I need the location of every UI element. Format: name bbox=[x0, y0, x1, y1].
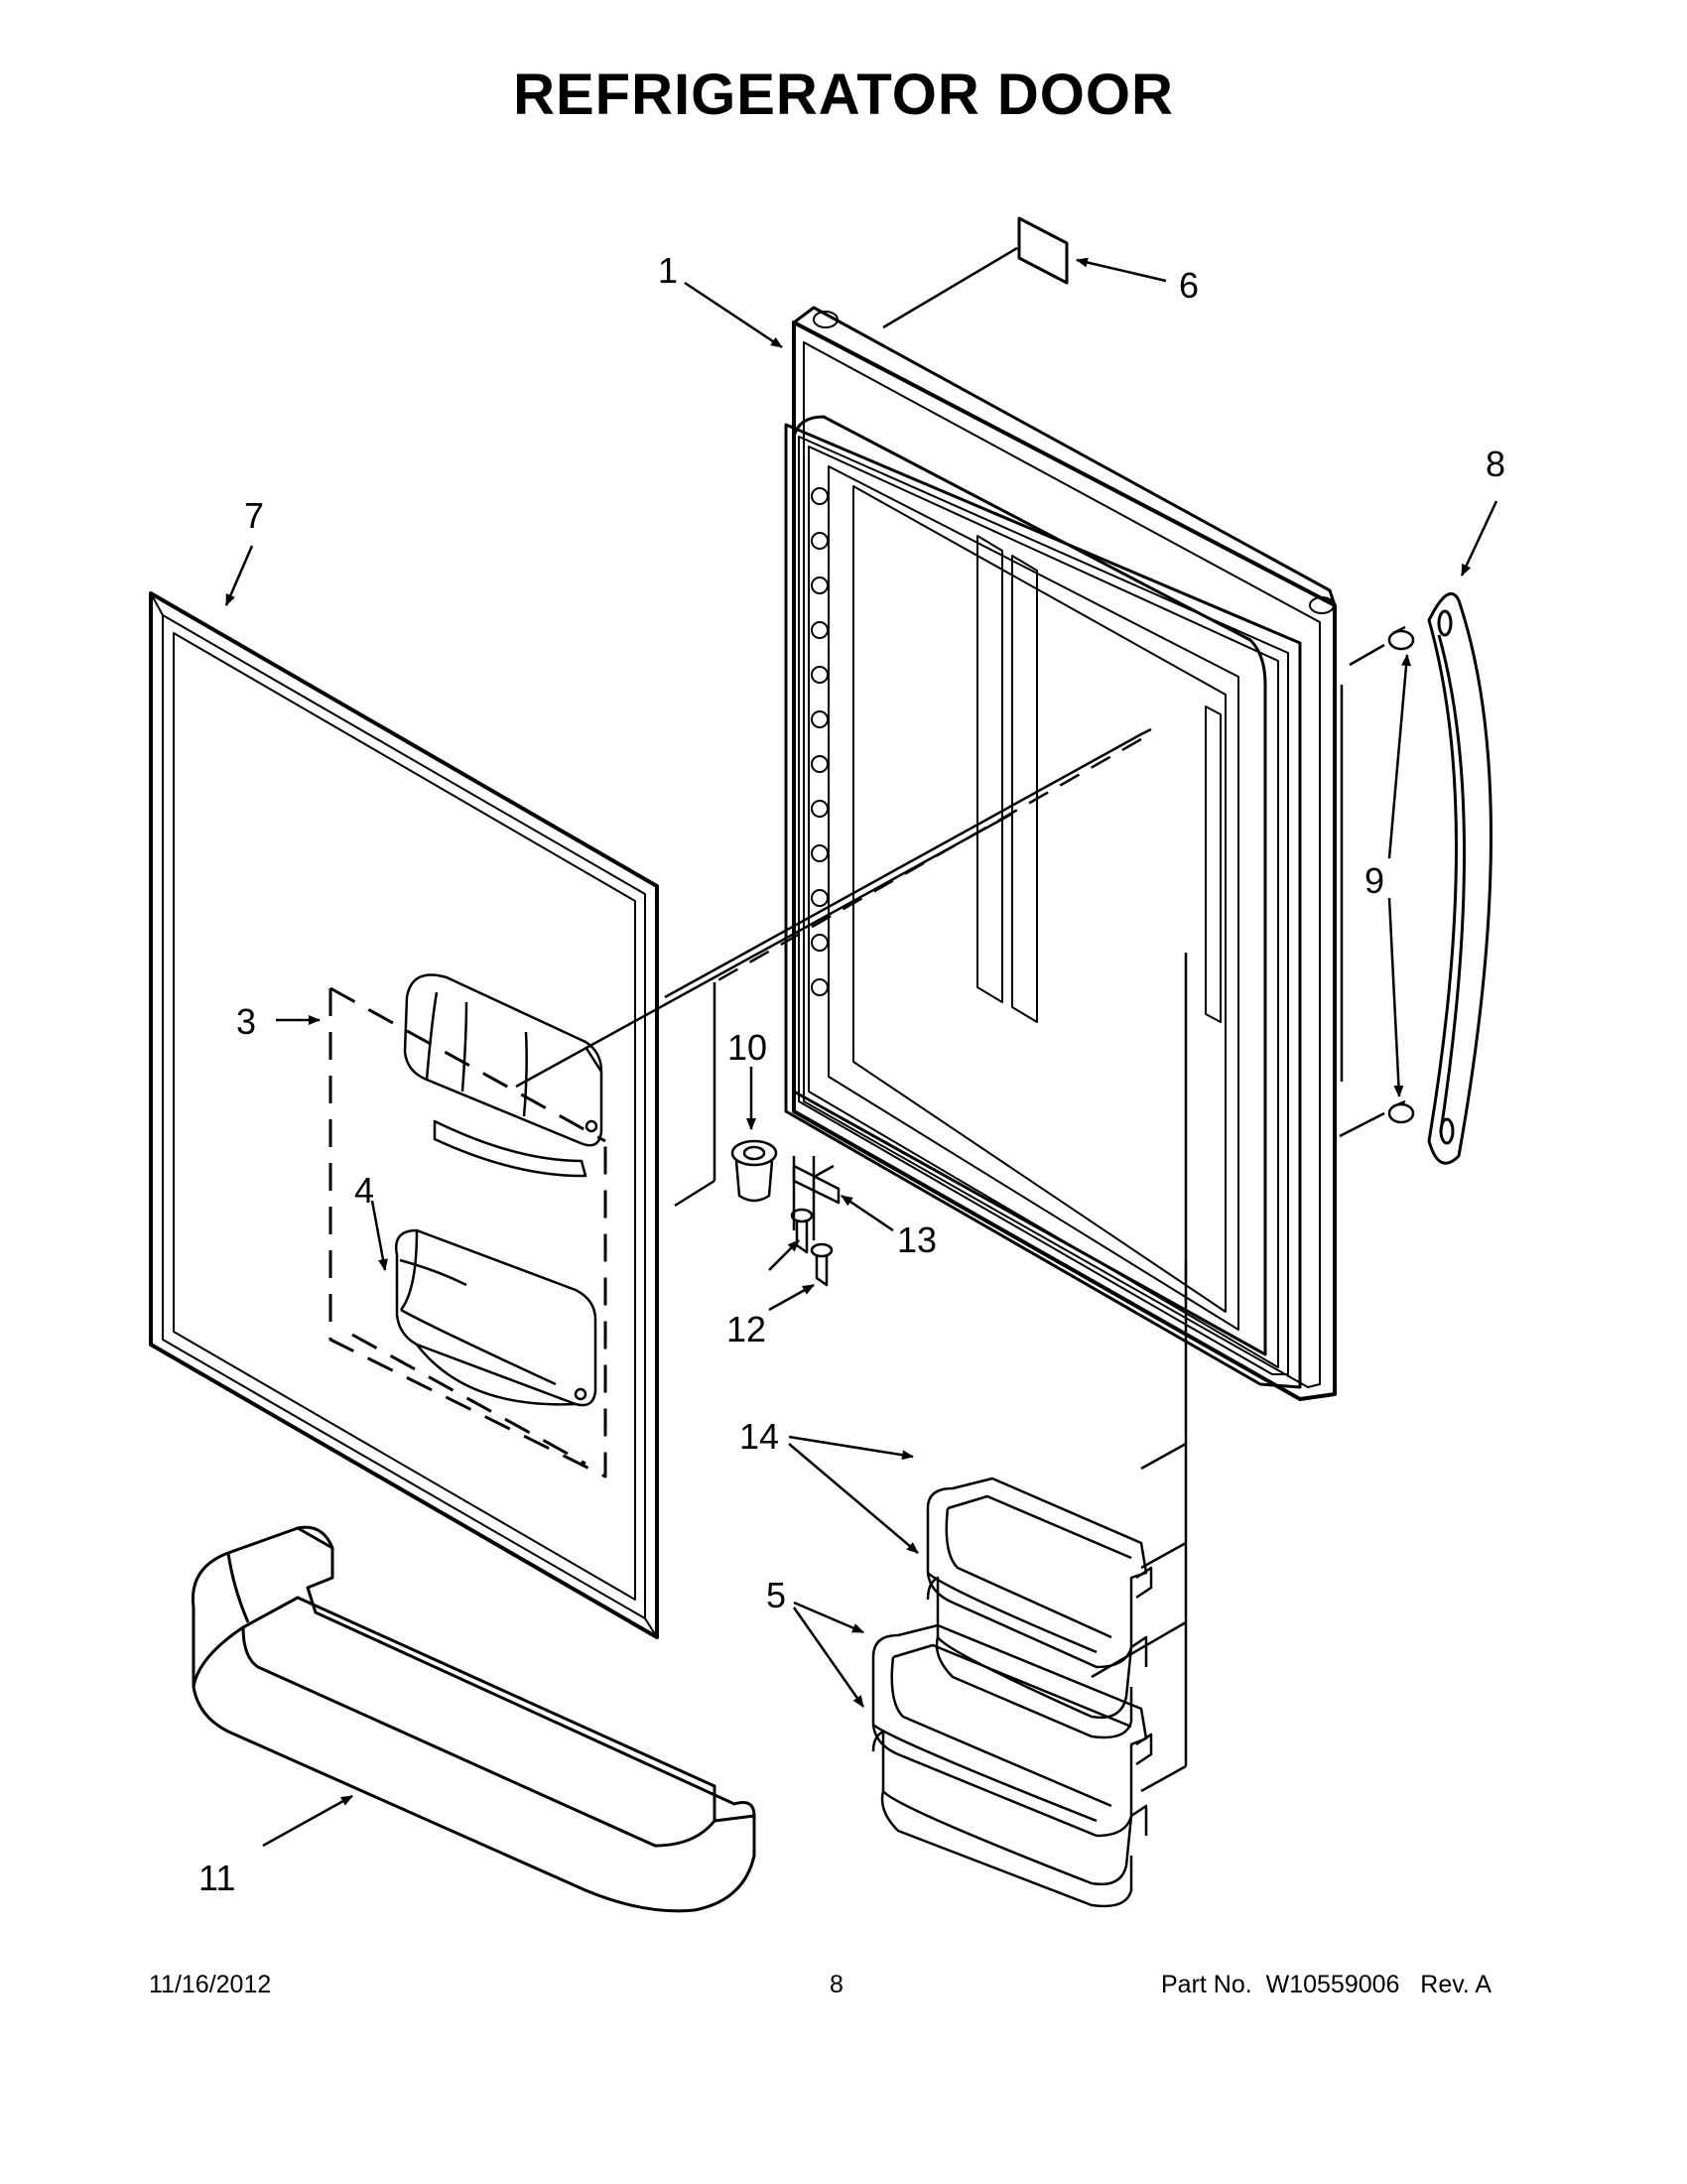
plug-10 bbox=[730, 1139, 778, 1203]
dispenser-tray bbox=[394, 1228, 597, 1407]
callout-5: 5 bbox=[766, 1575, 786, 1615]
callout-11: 11 bbox=[198, 1858, 235, 1898]
door-bin-large bbox=[191, 1525, 756, 1913]
part-number: W10559006 bbox=[1265, 1971, 1400, 1998]
dispenser-module-outline bbox=[328, 986, 607, 1478]
revision: Rev. A bbox=[1420, 1971, 1492, 1998]
callout-4: 4 bbox=[354, 1170, 374, 1211]
footer-part-number: Part No. W10559006 Rev. A bbox=[1161, 1971, 1492, 1999]
door-assembly bbox=[784, 306, 1337, 1401]
callout-8: 8 bbox=[1486, 444, 1505, 484]
dispenser-housing bbox=[403, 973, 603, 1178]
footer-page-number: 8 bbox=[830, 1971, 844, 1998]
page-title: REFRIGERATOR DOOR bbox=[513, 63, 1174, 127]
callout-14: 14 bbox=[739, 1416, 779, 1457]
part-label: Part No. bbox=[1161, 1971, 1252, 1998]
screws-12 bbox=[790, 1208, 834, 1287]
door-bin-5 bbox=[871, 1623, 1153, 1908]
callout-labels: 1 3 4 5 6 7 8 9 10 11 12 13 14 bbox=[198, 250, 1505, 1898]
label-6 bbox=[1017, 216, 1069, 285]
callout-10: 10 bbox=[727, 1027, 767, 1068]
bracket-13 bbox=[792, 1164, 841, 1205]
callout-12: 12 bbox=[726, 1309, 766, 1349]
footer-date: 11/16/2012 bbox=[149, 1971, 272, 1998]
callout-3: 3 bbox=[236, 1001, 256, 1042]
door-panel bbox=[149, 591, 659, 1639]
door-handle bbox=[1427, 591, 1492, 1165]
callout-1: 1 bbox=[658, 250, 678, 291]
callout-7: 7 bbox=[244, 495, 264, 536]
callout-9: 9 bbox=[1364, 860, 1384, 901]
leader-arrows bbox=[224, 257, 1498, 1848]
callout-6: 6 bbox=[1179, 265, 1199, 306]
callout-13: 13 bbox=[897, 1220, 937, 1260]
assembly-lines bbox=[515, 246, 1385, 1793]
handle-screws bbox=[1387, 625, 1415, 1124]
